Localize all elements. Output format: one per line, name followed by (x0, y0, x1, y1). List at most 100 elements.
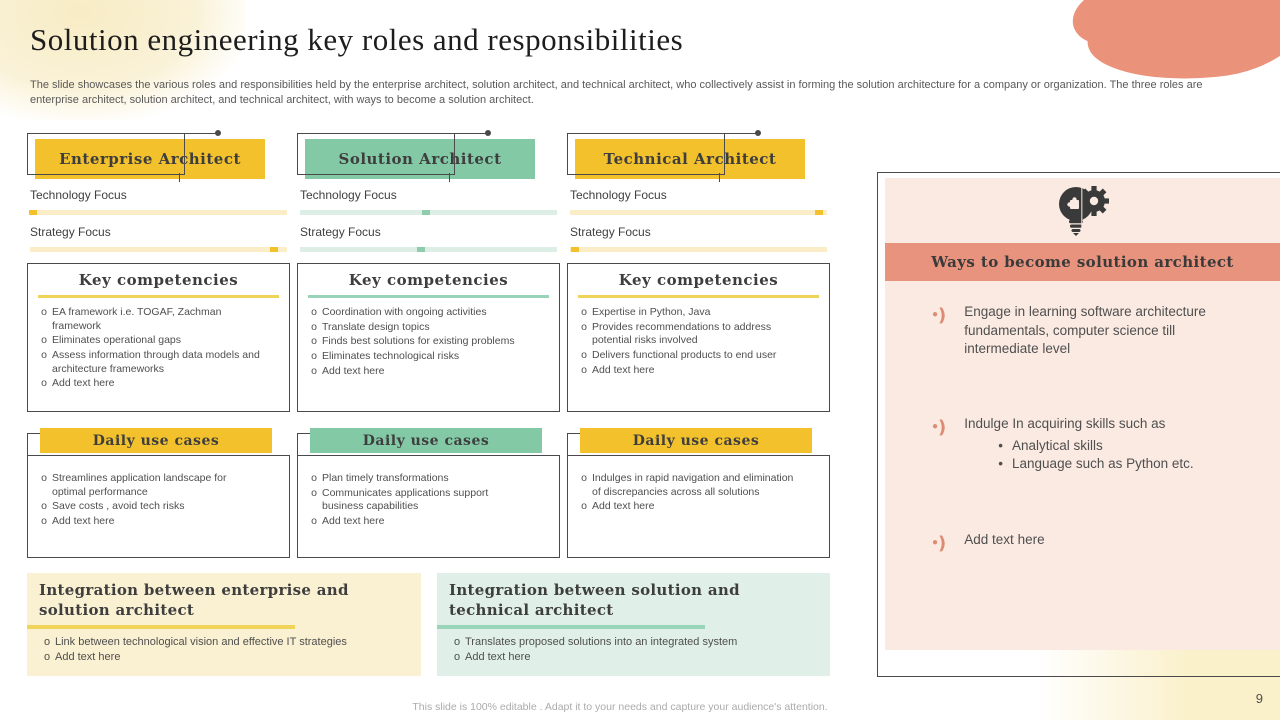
daily-use-cases-box: Indulges in rapid navigation and elimina… (567, 455, 830, 558)
competencies-list: Expertise in Python, Java Provides recom… (568, 298, 829, 377)
list-item: Save costs , avoid tech risks (36, 500, 261, 514)
competencies-list: Coordination with ongoing activities Tra… (298, 298, 559, 378)
list-item: Eliminates technological risks (306, 350, 541, 364)
column-title: Technical Architect (575, 139, 805, 179)
divider-rule (27, 625, 295, 629)
ways-bullet-text: Engage in learning software architecture… (964, 304, 1206, 357)
ways-bullet: ●) Add text here (932, 531, 1212, 553)
technology-focus-label: Technology Focus (300, 188, 397, 202)
list-item: Link between technological vision and ef… (39, 635, 405, 649)
list-item: Delivers functional products to end user (576, 349, 811, 363)
page-title: Solution engineering key roles and respo… (30, 22, 684, 57)
tick-decoration (719, 173, 720, 182)
list-item: Translate design topics (306, 321, 541, 335)
list-item: Streamlines application landscape for op… (36, 472, 261, 499)
column-title: Enterprise Architect (35, 139, 265, 179)
bar-marker (416, 247, 425, 252)
daily-use-cases-box: Streamlines application landscape for op… (27, 455, 290, 558)
key-competencies-title: Key competencies (348, 271, 509, 289)
ways-bullet-label: Indulge In acquiring skills such as (964, 416, 1166, 431)
key-competencies-box: Key competencies Expertise in Python, Ja… (567, 263, 830, 412)
divider-rule (308, 295, 549, 298)
ways-bullet-text: Indulge In acquiring skills such as Anal… (964, 415, 1212, 474)
list-item: Add text here (576, 364, 811, 378)
ways-bullet-text: Add text here (964, 532, 1045, 547)
divider-rule (437, 625, 705, 629)
bullet-marker-icon: ●) (932, 417, 947, 438)
strategy-focus-label: Strategy Focus (300, 225, 381, 239)
slide-description: The slide showcases the various roles an… (30, 79, 1203, 106)
use-cases-list: Plan timely transformations Communicates… (298, 456, 559, 529)
list-item: EA framework i.e. TOGAF, Zachman framewo… (36, 306, 271, 333)
bar-marker (421, 210, 430, 215)
header-outline-decoration (297, 133, 455, 175)
integration-enterprise-solution-box: Integration between enterprise and solut… (27, 573, 421, 676)
integration-list: Translates proposed solutions into an in… (449, 635, 818, 665)
bar-marker (815, 210, 824, 215)
list-item: Indulges in rapid navigation and elimina… (576, 472, 801, 499)
list-item: Add text here (36, 377, 271, 391)
integration-title: Integration between enterprise and solut… (39, 581, 349, 619)
technology-focus-label: Technology Focus (570, 188, 667, 202)
competencies-list: EA framework i.e. TOGAF, Zachman framewo… (28, 298, 289, 391)
integration-list: Link between technological vision and ef… (39, 635, 409, 665)
list-item: Add text here (36, 515, 261, 529)
list-item: Add text here (576, 500, 801, 514)
bar-marker (571, 247, 580, 252)
key-competencies-title: Key competencies (618, 271, 779, 289)
column-enterprise-architect: Enterprise Architect Technology Focus St… (27, 128, 290, 568)
line-decoration (453, 133, 487, 134)
line-decoration (183, 133, 217, 134)
header-outline-decoration (567, 133, 725, 175)
ways-panel-title: Ways to become solution architect (885, 243, 1280, 281)
list-item: Add text here (306, 515, 531, 529)
line-decoration (723, 133, 757, 134)
daily-use-cases-title: Daily use cases (40, 428, 272, 453)
cream-blob-decoration (0, 0, 245, 120)
integration-solution-technical-box: Integration between solution and technic… (437, 573, 830, 676)
ways-panel-outline (877, 172, 1280, 677)
lightbulb-gear-icon (1049, 181, 1115, 239)
ways-bullet: ●) Indulge In acquiring skills such as A… (932, 415, 1212, 474)
daily-use-cases-title: Daily use cases (580, 428, 812, 453)
list-item: Plan timely transformations (306, 472, 531, 486)
page-number: 9 (1255, 691, 1263, 706)
technology-focus-label: Technology Focus (30, 188, 127, 202)
ways-bullet: ●) Engage in learning software architect… (932, 303, 1212, 359)
technology-focus-bar (570, 210, 827, 215)
integration-title: Integration between solution and technic… (449, 581, 740, 619)
daily-use-cases-box: Plan timely transformations Communicates… (297, 455, 560, 558)
ways-sub-list: Analytical skills Language such as Pytho… (998, 437, 1212, 474)
bullet-marker-icon: ●) (932, 305, 947, 326)
column-solution-architect: Solution Architect Technology Focus Stra… (297, 128, 560, 568)
daily-use-cases-title: Daily use cases (310, 428, 542, 453)
list-item: Expertise in Python, Java (576, 306, 811, 320)
key-competencies-box: Key competencies Coordination with ongoi… (297, 263, 560, 412)
list-item: Add text here (39, 650, 405, 664)
dot-decoration (485, 130, 491, 136)
technology-focus-bar (300, 210, 557, 215)
key-competencies-box: Key competencies EA framework i.e. TOGAF… (27, 263, 290, 412)
list-item: Add text here (306, 365, 541, 379)
dot-decoration (215, 130, 221, 136)
list-item: Coordination with ongoing activities (306, 306, 541, 320)
column-technical-architect: Technical Architect Technology Focus Str… (567, 128, 830, 568)
footer-note: This slide is 100% editable . Adapt it t… (412, 701, 828, 713)
list-item: Analytical skills (998, 437, 1212, 456)
list-item: Finds best solutions for existing proble… (306, 335, 541, 349)
list-item: Add text here (449, 650, 814, 664)
dot-decoration (755, 130, 761, 136)
strategy-focus-bar (570, 247, 827, 252)
tick-decoration (179, 173, 180, 182)
strategy-focus-bar (300, 247, 557, 252)
list-item: Language such as Python etc. (998, 455, 1212, 474)
divider-rule (38, 295, 279, 298)
list-item: Communicates applications support busine… (306, 487, 531, 514)
list-item: Eliminates operational gaps (36, 334, 271, 348)
list-item: Translates proposed solutions into an in… (449, 635, 814, 649)
use-cases-list: Streamlines application landscape for op… (28, 456, 289, 529)
bullet-marker-icon: ●) (932, 533, 947, 554)
bar-marker (28, 210, 37, 215)
key-competencies-title: Key competencies (78, 271, 239, 289)
